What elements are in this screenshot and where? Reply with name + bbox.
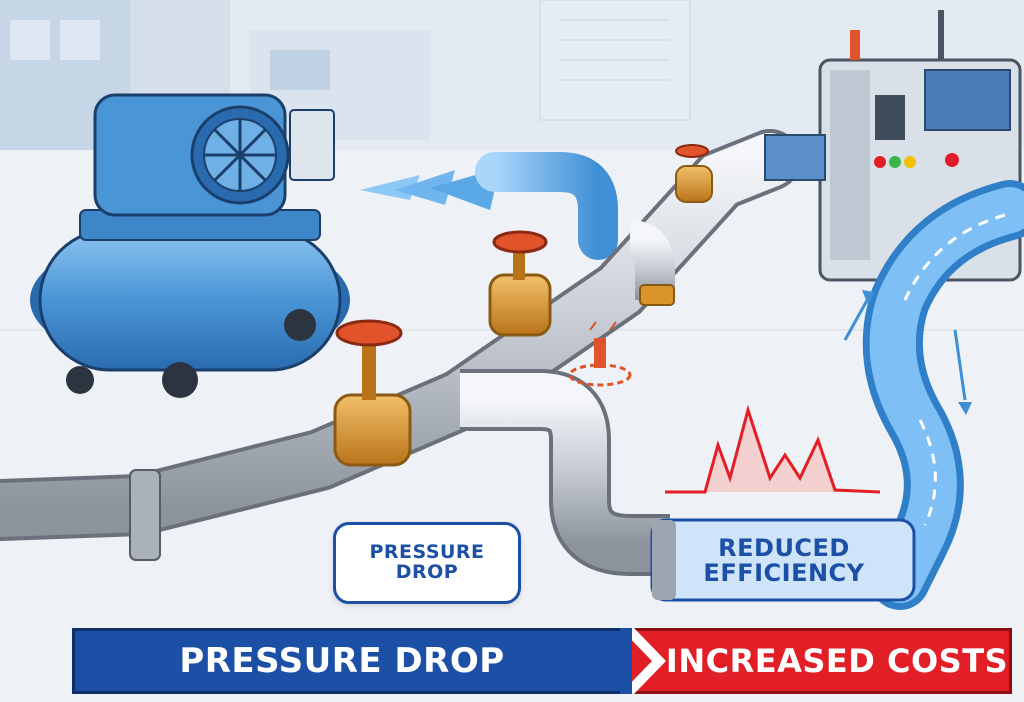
banner-increased-costs-text: INCREASED COSTS (665, 642, 1009, 680)
efficiency-flow-stream (843, 180, 1024, 610)
pressure-drop-badge-line2: DROP (395, 561, 459, 583)
valve-icon (333, 144, 713, 467)
inlet-pipe (475, 152, 618, 260)
leak-icon (568, 321, 632, 387)
banner-right-segment (632, 628, 1012, 694)
reduced-efficiency-badge: REDUCED EFFICIENCY (660, 522, 908, 600)
pipe-network-icon (0, 129, 801, 576)
banner-pressure-drop-text: PRESSURE DROP (179, 641, 505, 681)
reduced-efficiency-badge-line2: EFFICIENCY (703, 559, 865, 587)
air-compressor-icon (30, 93, 350, 398)
pressure-drop-badge: PRESSURE DROP (333, 522, 521, 604)
reduced-efficiency-badge-line1: REDUCED (718, 533, 850, 562)
pressure-drop-badge-line1: PRESSURE (369, 541, 485, 564)
pressure-spike-graph-icon (665, 404, 881, 494)
chevron-right-icon (620, 628, 666, 694)
banner-left-segment (72, 628, 632, 694)
reduced-efficiency-badge-shape (650, 518, 916, 602)
cause-effect-banner: PRESSURE DROP INCREASED COSTS (72, 628, 1012, 694)
